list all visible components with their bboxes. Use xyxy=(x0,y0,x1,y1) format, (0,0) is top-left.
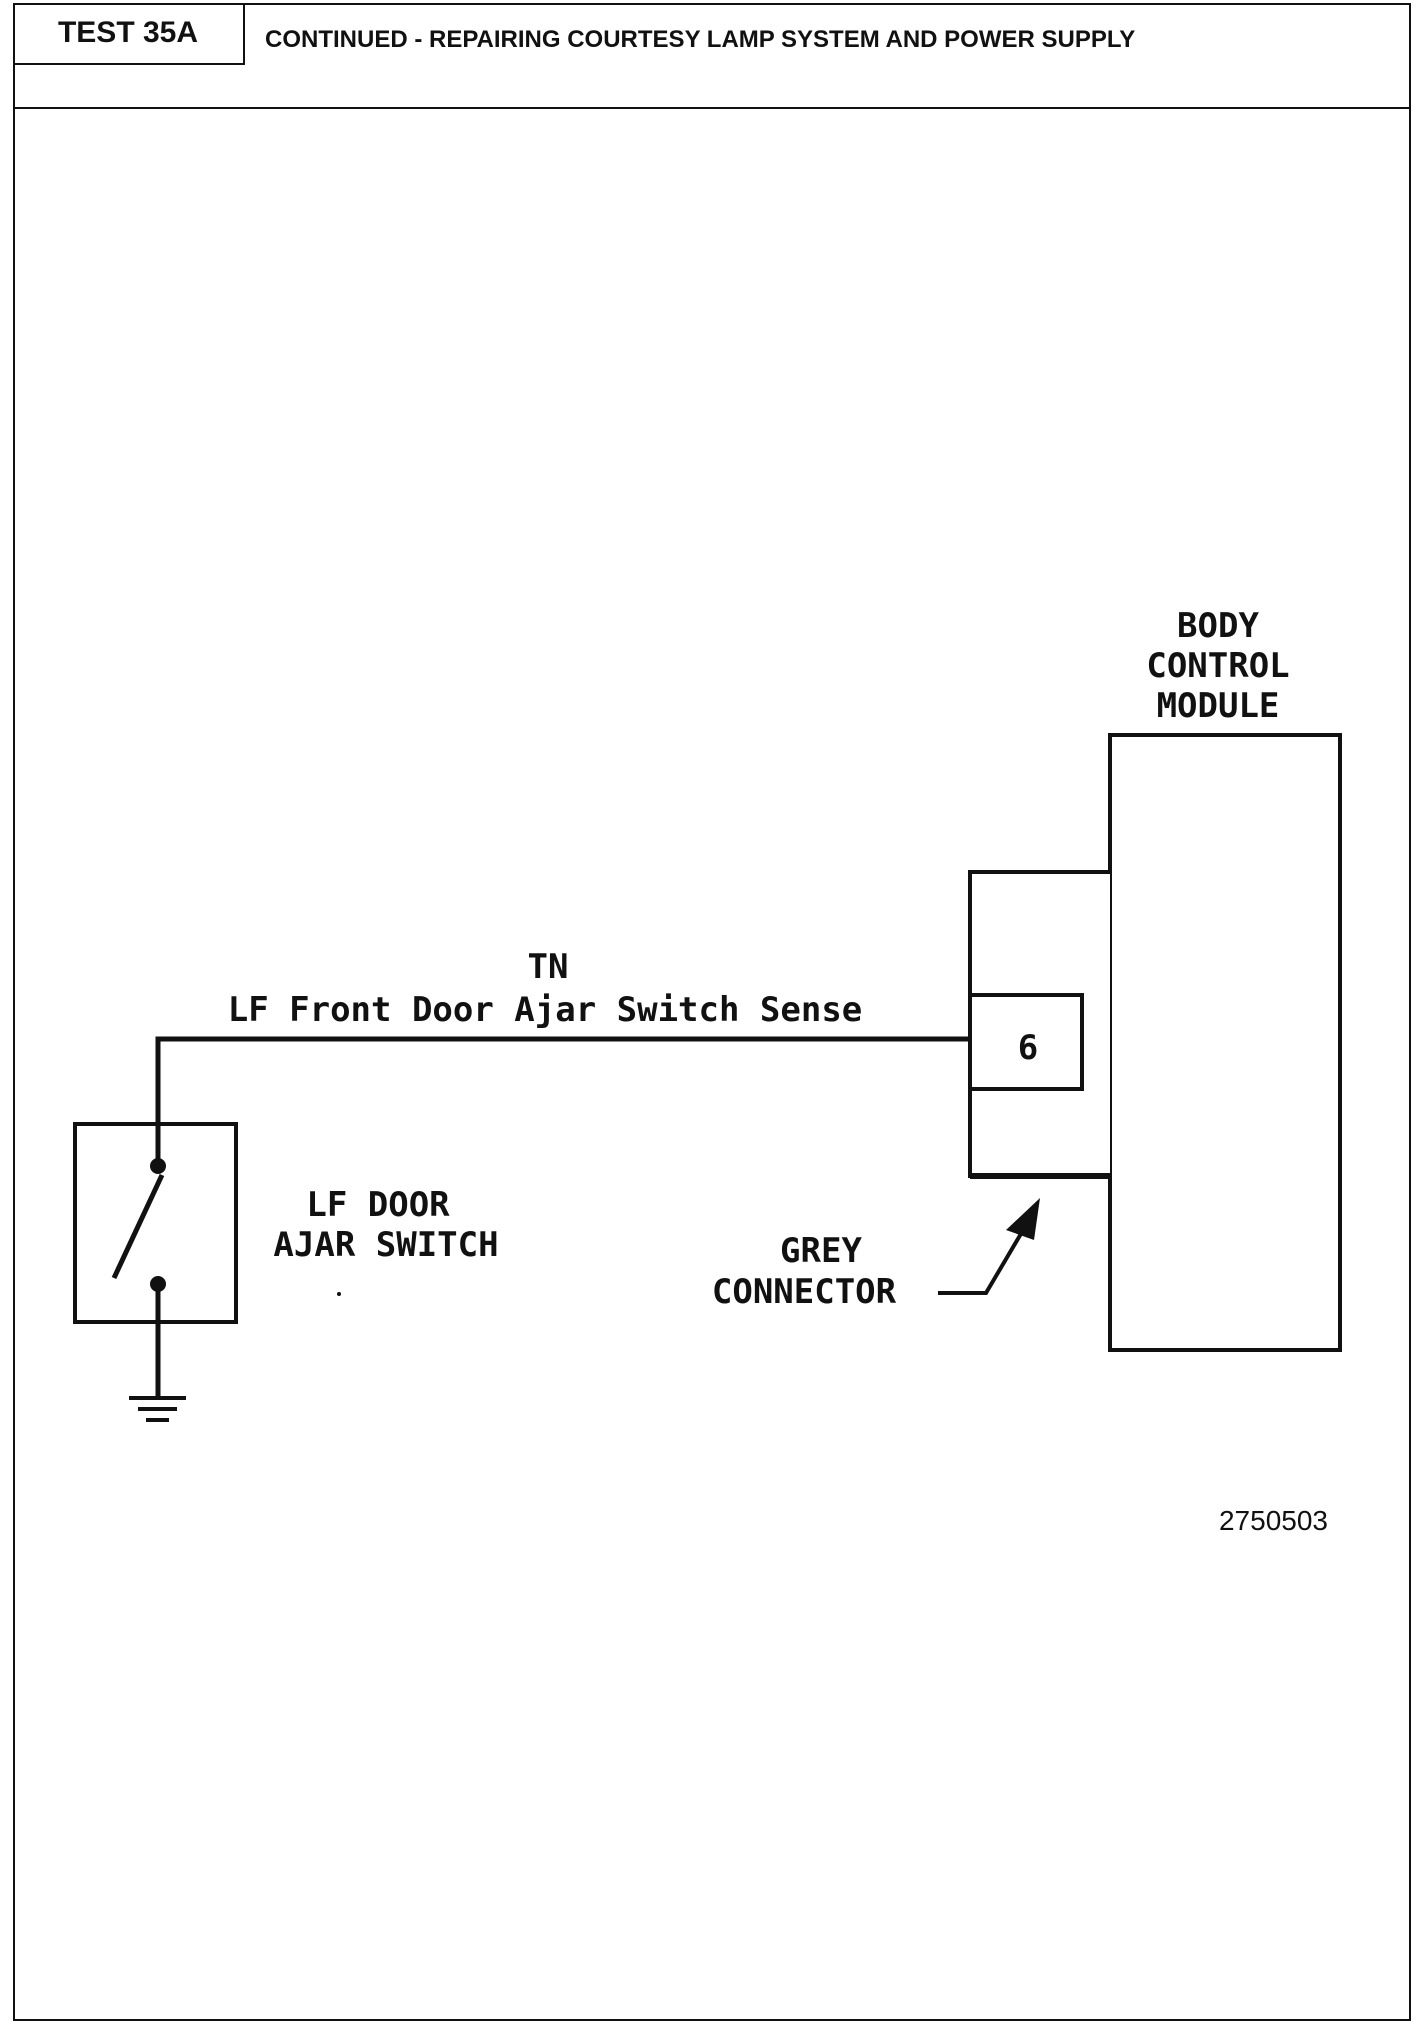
page-title: CONTINUED - REPAIRING COURTESY LAMP SYST… xyxy=(265,26,1136,53)
ground-icon xyxy=(129,1396,186,1422)
module-label-line-1: BODY xyxy=(1177,606,1259,646)
switch-label-line-1: LF DOOR xyxy=(306,1185,450,1225)
header-row: TEST 35A CONTINUED - REPAIRING COURTESY … xyxy=(13,3,1411,109)
switch-arm xyxy=(111,1173,165,1280)
circuit-name-label: LF Front Door Ajar Switch Sense xyxy=(228,990,863,1030)
module-label-line-2: CONTROL xyxy=(1146,646,1289,686)
switch-contact-upper xyxy=(150,1158,166,1174)
body-control-module-box xyxy=(1108,733,1342,1352)
connector-label-line-2: CONNECTOR xyxy=(712,1272,897,1312)
connector-pin-6 xyxy=(968,993,1084,1091)
connector-callout-leader xyxy=(938,1230,1024,1295)
page-frame xyxy=(13,3,1411,2021)
stray-dot xyxy=(337,1292,341,1296)
pin-number: 6 xyxy=(1018,1028,1038,1068)
connector-callout-arrowhead xyxy=(1006,1198,1040,1240)
connector-label-line-1: GREY xyxy=(780,1231,862,1271)
figure-number: 2750503 xyxy=(1219,1505,1328,1536)
wire-color-label: TN xyxy=(528,947,569,987)
circuit-wire xyxy=(155,1036,970,1128)
switch-label-line-2: AJAR SWITCH xyxy=(273,1225,498,1265)
module-label-line-3: MODULE xyxy=(1157,686,1280,726)
test-id: TEST 35A xyxy=(13,3,245,65)
